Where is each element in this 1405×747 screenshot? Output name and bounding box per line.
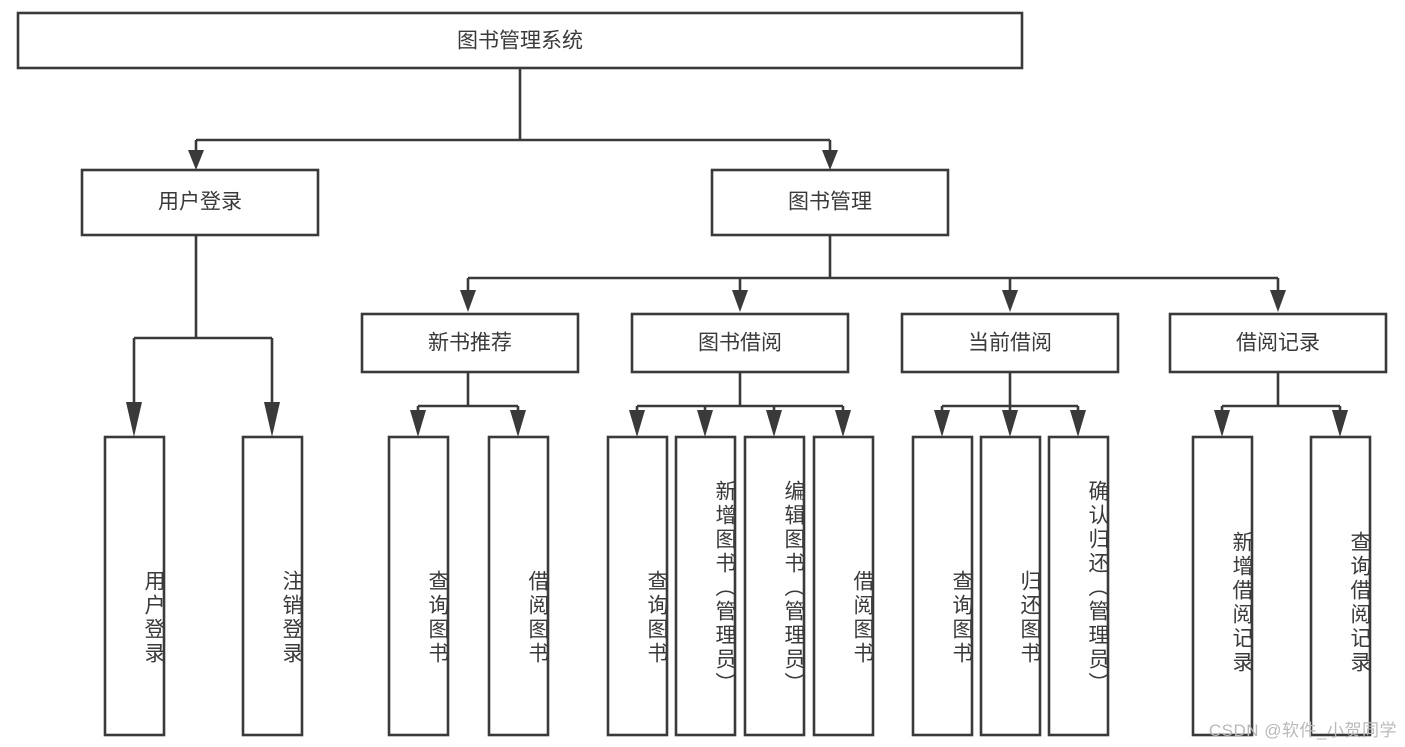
node-box-leaf-current-borrow-1[interactable] xyxy=(911,435,974,737)
arrow-user-login-leaf-2 xyxy=(264,402,280,437)
arrow-borrow-record-leaf-2 xyxy=(1332,410,1348,437)
node-label-root: 图书管理系统 xyxy=(457,30,583,53)
node-box-leaf-user-login-1[interactable] xyxy=(103,435,166,737)
node-box-book-management[interactable] xyxy=(710,168,950,237)
node-box-leaf-book-borrow-4[interactable] xyxy=(812,435,875,737)
arrow-book-borrow-leaf-3 xyxy=(766,410,782,437)
node-box-user-login[interactable] xyxy=(80,168,320,237)
arrow-user-login-leaf-1 xyxy=(126,402,142,437)
node-box-book-borrow[interactable] xyxy=(630,312,850,374)
node-layer: 图书管理系统 用户登录 图书管理 新书推荐 图书借阅 当前借阅 借阅记录 xyxy=(16,11,1388,737)
node-box-leaf-new-book-1[interactable] xyxy=(387,435,450,737)
node-label-borrow-record: 借阅记录 xyxy=(1236,332,1320,355)
arrow-borrow-record-leaf-1 xyxy=(1214,410,1230,437)
connector-layer xyxy=(126,68,1348,437)
arrow-current-borrow-leaf-3 xyxy=(1070,410,1086,437)
node-box-leaf-current-borrow-2[interactable] xyxy=(979,435,1042,737)
arrow-book-mgmt-to-book-borrow xyxy=(732,290,748,312)
watermark-text: CSDN @软件_小贺同学 xyxy=(1208,721,1397,740)
node-box-leaf-borrow-record-2[interactable] xyxy=(1309,435,1372,737)
node-box-leaf-book-borrow-2[interactable] xyxy=(674,435,737,737)
arrow-root-to-book-mgmt xyxy=(822,150,838,170)
node-box-leaf-user-login-2[interactable] xyxy=(241,435,304,737)
node-box-leaf-borrow-record-1[interactable] xyxy=(1191,435,1254,737)
arrow-book-borrow-leaf-1 xyxy=(629,410,645,437)
node-label-current-borrow: 当前借阅 xyxy=(968,332,1052,355)
node-label-new-book-recommend: 新书推荐 xyxy=(428,332,512,355)
node-box-current-borrow[interactable] xyxy=(900,312,1120,374)
arrow-book-mgmt-to-borrow-record xyxy=(1270,290,1286,312)
node-label-book-management: 图书管理 xyxy=(788,191,872,214)
node-label-user-login: 用户登录 xyxy=(158,191,242,214)
node-box-leaf-book-borrow-1[interactable] xyxy=(606,435,669,737)
node-box-borrow-record[interactable] xyxy=(1168,312,1388,374)
arrow-book-mgmt-to-new-book xyxy=(460,290,476,312)
arrow-new-book-leaf-1 xyxy=(410,410,426,437)
arrow-book-mgmt-to-current-borrow xyxy=(1002,290,1018,312)
node-box-new-book-recommend[interactable] xyxy=(360,312,580,374)
node-box-leaf-new-book-2[interactable] xyxy=(487,435,550,737)
arrow-new-book-leaf-2 xyxy=(510,410,526,437)
arrow-book-borrow-leaf-2 xyxy=(697,410,713,437)
arrow-current-borrow-leaf-2 xyxy=(1002,410,1018,437)
node-label-book-borrow: 图书借阅 xyxy=(698,332,782,355)
arrow-current-borrow-leaf-1 xyxy=(934,410,950,437)
node-box-root[interactable] xyxy=(16,11,1024,70)
node-box-leaf-book-borrow-3[interactable] xyxy=(743,435,806,737)
node-box-leaf-current-borrow-3[interactable] xyxy=(1047,435,1110,737)
arrow-root-to-user-login xyxy=(188,150,204,170)
arrow-book-borrow-leaf-4 xyxy=(835,410,851,437)
